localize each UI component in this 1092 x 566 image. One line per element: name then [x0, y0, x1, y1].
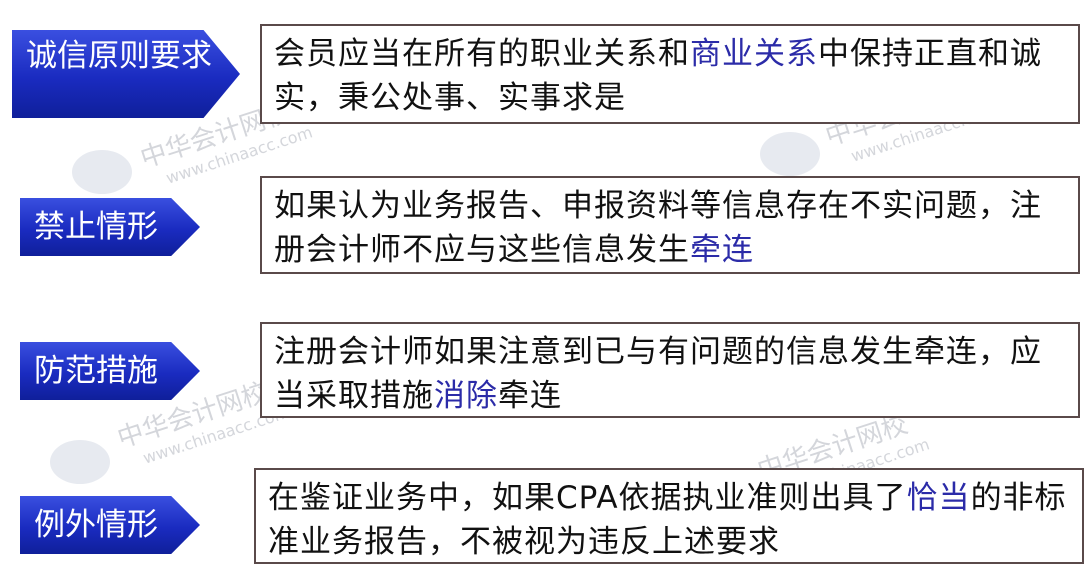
label-integrity-principle: 诚信原则要求: [12, 30, 240, 118]
highlight-text: 牵连: [690, 232, 754, 268]
content-box-prohibited-situation: 如果认为业务报告、申报资料等信息存在不实问题，注册会计师不应与这些信息发生牵连: [260, 176, 1080, 274]
watermark-logo-icon: [72, 150, 132, 194]
highlight-text: 商业关系: [690, 36, 818, 72]
highlight-text: 消除: [434, 378, 498, 414]
highlight-text: 恰当: [906, 480, 971, 516]
content-box-integrity-principle: 会员应当在所有的职业关系和商业关系中保持正直和诚实，秉公处事、实事求是: [260, 24, 1080, 124]
content-box-preventive-measures: 注册会计师如果注意到已与有问题的信息发生牵连，应当采取措施消除牵连: [260, 322, 1080, 418]
watermark-logo-icon: [50, 440, 110, 484]
label-prohibited-situation: 禁止情形: [20, 198, 200, 256]
label-exception-situation: 例外情形: [20, 496, 200, 554]
label-preventive-measures: 防范措施: [20, 342, 200, 400]
watermark-logo-icon: [760, 132, 820, 176]
content-box-exception-situation: 在鉴证业务中，如果CPA依据执业准则出具了恰当的非标准业务报告，不被视为违反上述…: [254, 468, 1084, 564]
